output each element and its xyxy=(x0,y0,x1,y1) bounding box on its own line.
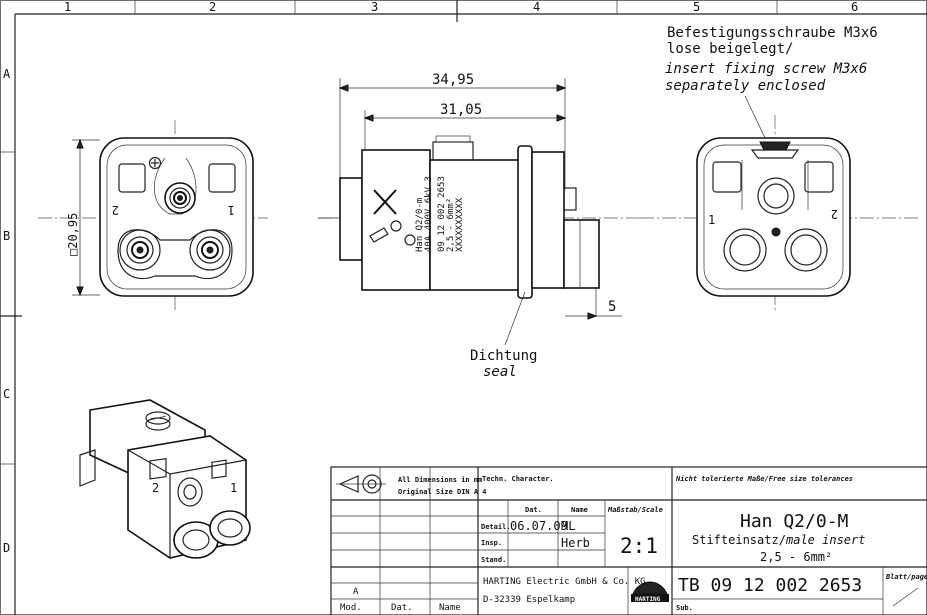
rear-pin-label-2: 2 xyxy=(831,207,838,221)
isometric-view: 2 1 xyxy=(79,399,251,559)
techn-character-label: Techn. Character. xyxy=(482,475,554,483)
screw-note-en-1: insert fixing screw M3x6 xyxy=(665,61,867,77)
row-insp-label: Insp. xyxy=(481,539,502,547)
screw-annotation: Befestigungsschraube M3x6 lose beigelegt… xyxy=(665,25,878,143)
side-marking-line5: XXXXXXXXXX xyxy=(455,197,465,252)
pin-label-1: 1 xyxy=(228,203,235,217)
crimp-tool-symbol-icon xyxy=(369,189,416,246)
tolerances-note: Nicht tolerierte Maße/Free size toleranc… xyxy=(675,475,853,483)
grid-column-labels: 1 2 3 4 5 6 xyxy=(64,0,858,14)
grid-row-a: A xyxy=(3,67,11,81)
detail-date: 06.07.09 xyxy=(510,519,568,533)
product-name: Han Q2/0-M xyxy=(740,511,849,532)
original-size-note: Original Size DIN A 4 xyxy=(398,488,487,496)
seal-label-en: seal xyxy=(483,364,517,380)
side-marking-line3: 09 12 002 2653 xyxy=(437,176,447,252)
body-length-dimension: 31,05 xyxy=(440,102,482,118)
small-dimension: 5 xyxy=(608,299,616,315)
row-stand-label: Stand. xyxy=(481,556,506,564)
seal-label-de: Dichtung xyxy=(470,348,537,364)
col-dat-header: Dat. xyxy=(525,506,542,514)
company-line-1: HARTING Electric GmbH & Co. KG xyxy=(483,577,646,587)
grid-row-b: B xyxy=(3,229,10,243)
overall-length-dimension: 34,95 xyxy=(432,72,474,88)
scale-header: Maßstab/Scale xyxy=(607,506,663,514)
blatt-label: Blatt/page xyxy=(885,573,927,581)
square-size-dimension: □20,95 xyxy=(66,213,80,256)
product-range: 2,5 - 6mm² xyxy=(760,550,832,564)
harting-logo-icon: HARTING xyxy=(631,581,669,603)
detail-name: ML xyxy=(561,519,575,533)
rear-pin-label-1: 1 xyxy=(708,213,715,227)
row-detail-label: Detail. xyxy=(481,523,511,531)
product-desc-en: male insert xyxy=(785,533,865,547)
grid-col-6: 6 xyxy=(851,0,858,14)
screw-note-de-2: lose beigelegt/ xyxy=(667,41,793,57)
grid-col-4: 4 xyxy=(533,0,540,14)
company-line-2: D-32339 Espelkamp xyxy=(483,595,575,605)
projection-symbol-icon xyxy=(336,474,386,494)
all-dimensions-note: All Dimensions in mm xyxy=(398,476,482,484)
scale-value: 2:1 xyxy=(620,534,658,558)
name-label: Name xyxy=(439,603,461,613)
col-name-header: Name xyxy=(571,506,588,514)
grid-col-5: 5 xyxy=(693,0,700,14)
side-marking-line2: 40A 400V 6kV 3 xyxy=(424,176,434,252)
sub-label: Sub. xyxy=(676,604,693,612)
grid-row-d: D xyxy=(3,541,10,555)
grid-col-2: 2 xyxy=(209,0,216,14)
side-view: 34,95 31,05 5 Han Q2/0-m 40A 400V 6kV 3 … xyxy=(318,72,640,380)
dat-label: Dat. xyxy=(391,603,413,613)
pin-label-2: 2 xyxy=(112,203,119,217)
grid-col-1: 1 xyxy=(64,0,71,14)
rear-view: 1 2 xyxy=(640,115,918,312)
drawing-number: TB 09 12 002 2653 xyxy=(678,575,862,596)
front-view: □20,95 2 1 xyxy=(38,120,268,312)
grid-col-3: 3 xyxy=(371,0,378,14)
screw-note-en-2: separately enclosed xyxy=(665,78,826,94)
grid-row-labels: A B C D xyxy=(3,67,11,555)
screw-note-de-1: Befestigungsschraube M3x6 xyxy=(667,25,878,41)
harting-logo-text: HARTING xyxy=(635,596,661,603)
iso-pin-label-2: 2 xyxy=(152,481,159,495)
iso-pin-label-1: 1 xyxy=(230,481,237,495)
side-marking-line4: 2,5 - 6mm² xyxy=(446,198,456,252)
grid-row-c: C xyxy=(3,387,10,401)
mod-label: Mod. xyxy=(340,603,362,613)
side-marking-line1: Han Q2/0-m xyxy=(415,198,425,252)
product-desc-de: Stifteinsatz/ xyxy=(692,533,786,547)
title-block: All Dimensions in mm Original Size DIN A… xyxy=(330,466,927,615)
revision-letter: A xyxy=(353,587,359,597)
insp-name: Herb xyxy=(561,536,590,550)
